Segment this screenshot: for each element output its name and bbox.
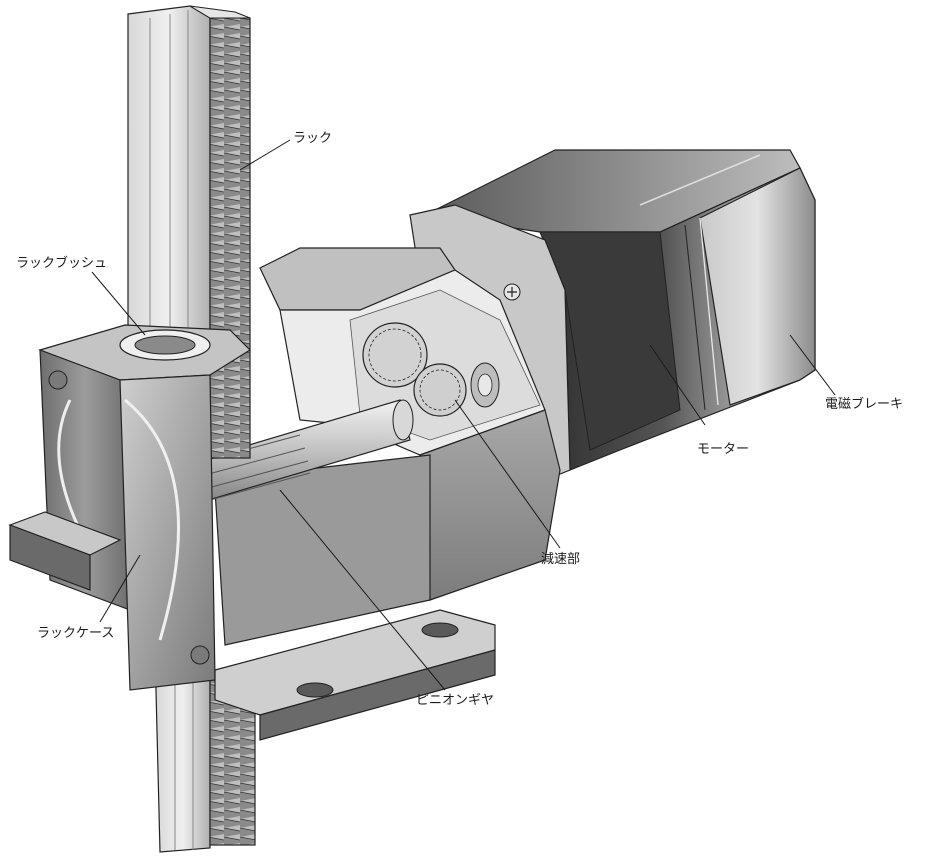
- label-rack: ラック: [293, 131, 333, 146]
- leader-reducer: [454, 399, 561, 549]
- label-motor: モーター: [697, 442, 750, 457]
- label-rack-case: ラックケース: [37, 626, 115, 641]
- leader-pinion: [279, 489, 446, 691]
- reduction-gears: [362, 322, 500, 417]
- label-pinion: ピニオンギヤ: [416, 693, 495, 708]
- leader-motor: [649, 344, 706, 426]
- leader-rack-case: [99, 554, 141, 623]
- leader-brake: [789, 334, 836, 396]
- label-brake: 電磁ブレーキ: [825, 397, 904, 412]
- leader-rack-bush: [91, 271, 146, 336]
- mounting-base: [8, 511, 496, 741]
- motor-body: [423, 149, 816, 471]
- label-rack-bush: ラックブッシュ: [16, 256, 108, 271]
- leader-rack: [239, 139, 291, 171]
- label-reducer: 減速部: [541, 552, 581, 567]
- leader-lines: [91, 139, 836, 691]
